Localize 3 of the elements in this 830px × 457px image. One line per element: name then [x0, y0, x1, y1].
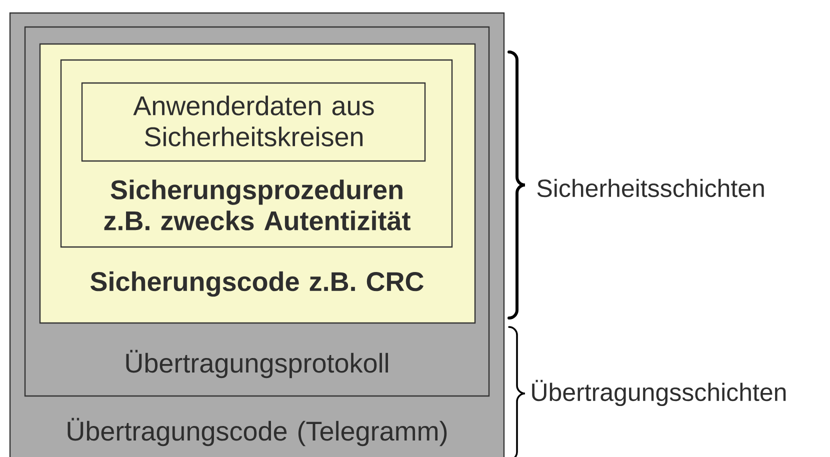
- layer-box: Anwenderdaten aus Sicherheitskreisen: [81, 82, 426, 162]
- layer-group-label: Sicherheitsschichten: [537, 178, 764, 198]
- layer-group-label: Übertragungsschichten: [532, 380, 786, 406]
